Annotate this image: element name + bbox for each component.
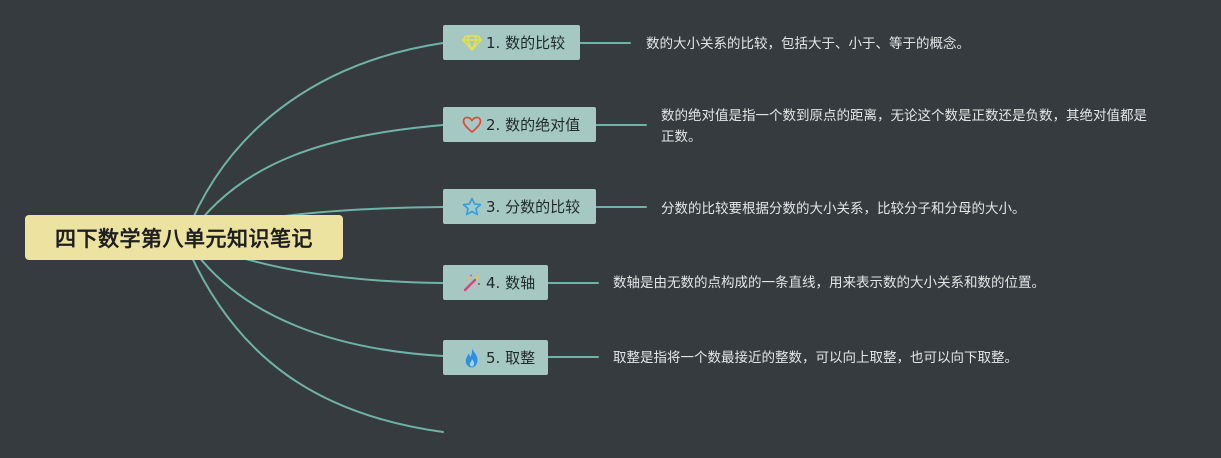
topic-3-label: 3. 分数的比较 <box>486 198 581 216</box>
fire-icon <box>461 347 483 369</box>
connector-branch-empty <box>184 241 444 433</box>
topic-5-label: 5. 取整 <box>486 349 536 367</box>
topic-4[interactable]: 4. 数轴 <box>443 265 548 300</box>
topic-2-note: 数的绝对值是指一个数到原点的距离，无论这个数是正数还是负数，其绝对值都是正数。 <box>661 108 1147 145</box>
heart-icon <box>461 114 483 136</box>
connector-branch-1 <box>184 42 444 238</box>
topic-5-note: 取整是指将一个数最接近的整数，可以向上取整，也可以向下取整。 <box>613 350 1018 366</box>
topic-1[interactable]: 1. 数的比较 <box>443 25 580 60</box>
topic-3-note: 分数的比较要根据分数的大小关系，比较分子和分母的大小。 <box>661 201 1026 217</box>
topic-2[interactable]: 2. 数的绝对值 <box>443 107 596 142</box>
topic-1-label: 1. 数的比较 <box>486 34 566 52</box>
topic-4-label: 4. 数轴 <box>486 274 536 292</box>
magic-wand-icon <box>461 272 483 294</box>
topic-5[interactable]: 5. 取整 <box>443 340 548 375</box>
star-icon <box>461 196 483 218</box>
topic-2-label: 2. 数的绝对值 <box>486 116 581 134</box>
topic-3[interactable]: 3. 分数的比较 <box>443 189 596 224</box>
diamond-icon <box>461 32 483 54</box>
topic-4-note: 数轴是由无数的点构成的一条直线，用来表示数的大小关系和数的位置。 <box>613 275 1045 291</box>
root-title: 四下数学第八单元知识笔记 <box>55 226 313 251</box>
topic-1-note: 数的大小关系的比较，包括大于、小于、等于的概念。 <box>646 36 970 52</box>
root-topic[interactable]: 四下数学第八单元知识笔记 <box>25 215 343 260</box>
connector-branch-5 <box>187 241 444 357</box>
connector-branch-2 <box>187 124 444 238</box>
